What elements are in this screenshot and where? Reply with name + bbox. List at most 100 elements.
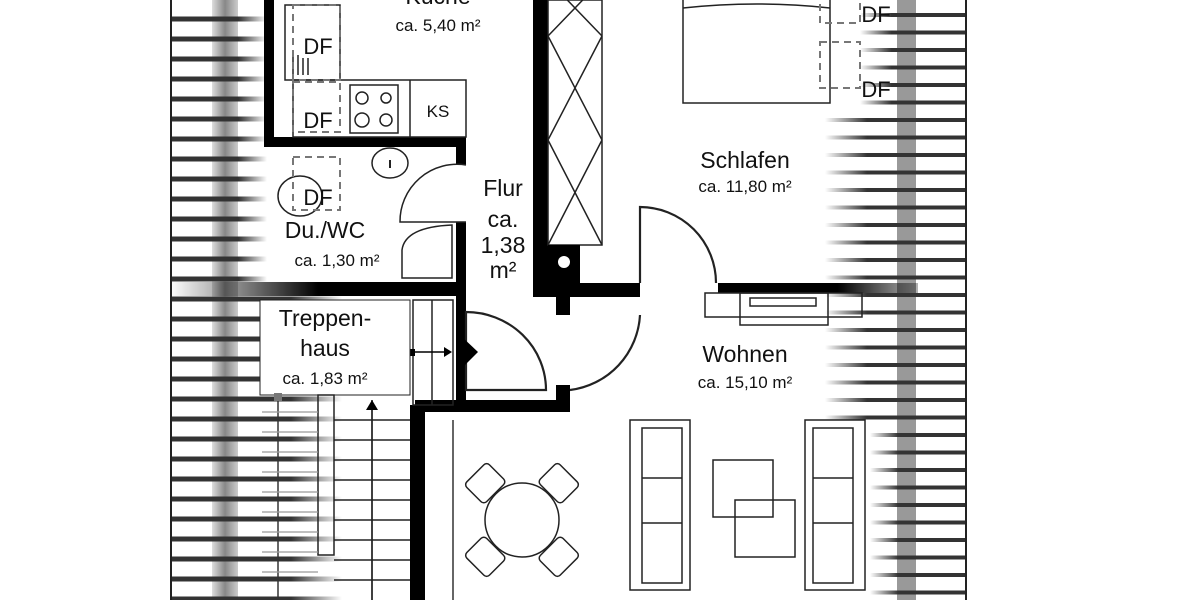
roof-stripe xyxy=(172,276,267,282)
roof-slope-left xyxy=(170,0,342,600)
skylight-label: DF xyxy=(861,2,890,27)
room-area-wohnen: ca. 15,10 m² xyxy=(698,373,793,392)
roof-stripe xyxy=(172,536,342,542)
roof-stripe xyxy=(825,310,965,315)
sofas xyxy=(629,419,866,591)
room-name-kueche: Küche xyxy=(405,0,470,9)
room-name-du-wc: Du./WC xyxy=(285,217,366,243)
walls xyxy=(170,0,918,600)
roof-stripe xyxy=(825,153,965,157)
roof-stripe xyxy=(870,433,965,437)
bed xyxy=(682,0,861,104)
roof-stripe xyxy=(172,76,267,82)
roof-stripe xyxy=(870,538,965,542)
room-area-kueche: ca. 5,40 m² xyxy=(395,16,480,35)
roof-stripe xyxy=(825,205,965,210)
roof-stripe xyxy=(870,468,965,472)
staircase xyxy=(259,299,411,600)
chair xyxy=(538,536,580,578)
room-name-flur: Flur xyxy=(483,175,523,201)
roof-stripe xyxy=(825,293,965,297)
roof-stripe xyxy=(172,336,342,342)
roof-stripe xyxy=(172,216,267,222)
roof-stripe xyxy=(172,296,342,302)
chair xyxy=(538,462,580,504)
roof-stripe xyxy=(172,416,342,422)
roof-stripe xyxy=(172,396,342,402)
room-name-schlafen: Schlafen xyxy=(700,147,790,173)
roof-stripe xyxy=(860,13,965,17)
kitchen-fixtures xyxy=(284,4,467,138)
roof-stripe xyxy=(860,65,965,70)
room-area-flur-unit: m² xyxy=(490,257,517,283)
roof-stripe xyxy=(172,136,267,142)
roof-stripe xyxy=(172,436,342,442)
roof-stripe xyxy=(172,316,342,322)
roof-stripe xyxy=(825,415,965,420)
roof-stripe xyxy=(870,450,965,455)
skylight-label: DF xyxy=(303,185,332,210)
skylight-label: DF xyxy=(303,34,332,59)
roof-stripe xyxy=(172,36,267,42)
roof-stripe xyxy=(172,16,267,22)
roof-stripe xyxy=(825,398,965,402)
roof-stripe xyxy=(825,275,965,280)
roof-slope-right xyxy=(825,0,967,600)
roof-stripe xyxy=(172,236,267,242)
roof-stripe xyxy=(870,485,965,490)
bathroom-fixtures xyxy=(277,147,467,279)
doors xyxy=(408,205,718,406)
roof-stripe xyxy=(172,376,342,382)
roof-stripe xyxy=(172,456,342,462)
roof-stripe xyxy=(825,135,965,140)
chair xyxy=(464,536,506,578)
room-area-flur-prefix: ca. xyxy=(488,206,519,232)
roof-stripe xyxy=(825,188,965,192)
roof-stripe xyxy=(860,83,965,87)
roof-stripe xyxy=(172,196,267,202)
roof-stripe xyxy=(825,240,965,245)
dining-table xyxy=(464,462,580,578)
roof-stripe xyxy=(172,476,342,482)
roof-stripe xyxy=(860,30,965,35)
roof-stripe xyxy=(172,156,267,162)
roof-stripe xyxy=(825,223,965,227)
roof-stripe xyxy=(172,56,267,62)
room-area-flur: 1,38 xyxy=(481,232,526,258)
roof-band xyxy=(897,0,916,600)
roof-stripe xyxy=(870,573,965,577)
roof-stripe xyxy=(172,96,267,102)
roof-stripe xyxy=(172,516,342,522)
chimney-shaft xyxy=(547,0,603,283)
roof-stripe xyxy=(172,116,267,122)
roof-stripe xyxy=(825,345,965,350)
skylight-label: DF xyxy=(303,108,332,133)
roof-stripe xyxy=(172,556,342,562)
room-name-treppenhaus-2: haus xyxy=(300,335,350,361)
hob-icon xyxy=(349,84,399,134)
roof-stripe xyxy=(870,520,965,525)
fridge-label: KS xyxy=(427,102,450,121)
window-radiator xyxy=(704,292,863,326)
roof-stripe xyxy=(172,256,267,262)
roof-stripe xyxy=(172,356,342,362)
roof-stripe xyxy=(172,176,267,182)
roof-stripe xyxy=(825,363,965,367)
room-area-treppenhaus: ca. 1,83 m² xyxy=(282,369,367,388)
roof-stripe xyxy=(825,328,965,332)
roof-stripe xyxy=(870,555,965,560)
roof-stripe xyxy=(860,100,965,105)
room-name-wohnen: Wohnen xyxy=(702,341,787,367)
room-name-treppenhaus-1: Treppen- xyxy=(279,305,371,331)
roof-stripe xyxy=(870,590,965,595)
room-area-schlafen: ca. 11,80 m² xyxy=(698,177,792,196)
roof-stripe xyxy=(825,258,965,262)
roof-stripe xyxy=(825,170,965,175)
skylight-label: DF xyxy=(861,77,890,102)
roof-stripe xyxy=(172,496,342,502)
roof-stripe xyxy=(860,48,965,52)
roof-stripe xyxy=(870,503,965,507)
room-area-du-wc: ca. 1,30 m² xyxy=(294,251,379,270)
roof-stripe xyxy=(825,118,965,122)
